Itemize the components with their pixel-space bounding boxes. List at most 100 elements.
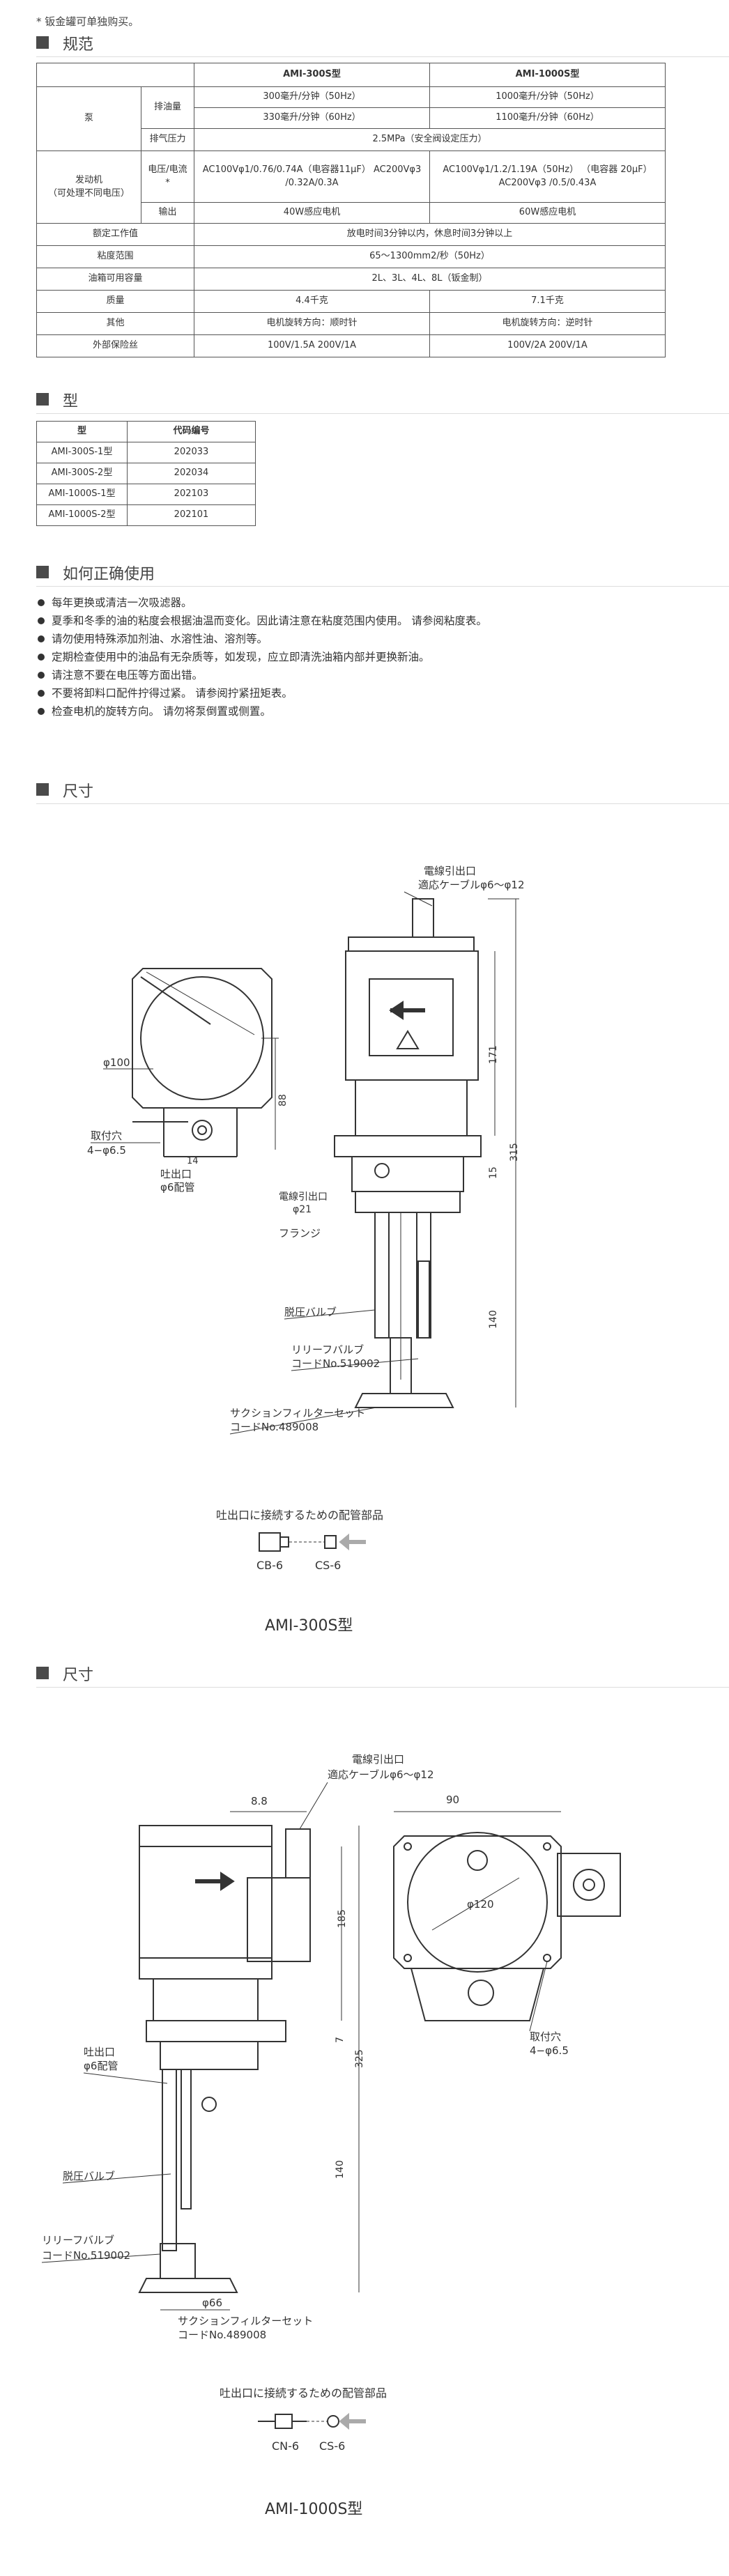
- section-specs: 规范: [36, 28, 729, 57]
- code-cell: 202103: [127, 484, 256, 505]
- cable-exit2-label: 電線引出口: [279, 1191, 328, 1203]
- pump-top-view: [393, 1832, 621, 2021]
- section-bullet-square: [36, 783, 49, 796]
- spec-cell: 2L、3L、4L、8L（钣金制）: [194, 268, 666, 291]
- spec-cell: 330毫升/分钟（60Hz）: [194, 107, 430, 129]
- mount-hole-label: 取付穴: [530, 2030, 561, 2043]
- discharge-label: 吐出口: [160, 1168, 192, 1180]
- spec-cell: 40W感应电机: [194, 202, 430, 224]
- pump-side-view: [334, 898, 482, 1408]
- section-models: 型: [36, 385, 729, 414]
- section-dimensions-1000s: 尺寸: [36, 1658, 729, 1688]
- section-bullet-square: [36, 566, 49, 578]
- spec-cell: 100V/1.5A 200V/1A: [194, 334, 430, 357]
- spec-cell: 4.4千克: [194, 290, 430, 313]
- relief-valve-label: リリーフバルブ: [291, 1343, 364, 1356]
- spec-header-300: AMI-300S型: [194, 63, 430, 87]
- pump-side-view: [138, 1825, 311, 2293]
- spec-label-output: 输出: [141, 202, 194, 224]
- spec-cell: 放电时间3分钟以内，休息时间3分钟以上: [194, 223, 666, 246]
- code-cell: 202101: [127, 504, 256, 526]
- model-cell: AMI-300S-2型: [36, 463, 128, 484]
- usage-list: 每年更换或清洁一次吸滤器。 夏季和冬季的油的粘度会根据油温而变化。因此请注意在粘…: [36, 594, 487, 720]
- usage-item: 请注意不要在电压等方面出错。: [36, 666, 487, 684]
- cable-label: 適応ケーブルφ6〜φ12: [418, 879, 525, 891]
- usage-item: 夏季和冬季的油的粘度会根据油温而变化。因此请注意在粘度范围内使用。 请参阅粘度表…: [36, 612, 487, 630]
- spec-cell: 1000毫升/分钟（50Hz）: [429, 86, 666, 108]
- code-cell: 202034: [127, 463, 256, 484]
- part-cb6-label: CB-6: [256, 1559, 283, 1572]
- dim-171: 171: [488, 1045, 499, 1064]
- section-title: 型: [63, 393, 79, 410]
- cable-exit-label: 電線引出口: [424, 865, 476, 877]
- parts-title: 吐出口に接続するための配管部品: [216, 1509, 383, 1522]
- model-header: 型: [36, 421, 128, 442]
- dim-90: 90: [446, 1794, 459, 1806]
- voltage-star: *: [165, 177, 170, 188]
- spec-corner: [36, 63, 194, 87]
- section-usage: 如何正确使用: [36, 557, 729, 587]
- section-bullet-square: [36, 1667, 49, 1679]
- dim-88: 88: [277, 1094, 289, 1106]
- code-cell: 202033: [127, 442, 256, 463]
- part-cn6-label: CN-6: [272, 2439, 299, 2453]
- dim-315: 315: [509, 1143, 520, 1162]
- divider: [36, 413, 729, 414]
- divider: [36, 1687, 729, 1688]
- spec-label-motor: 发动机 （可处理不同电压）: [36, 151, 141, 224]
- section-title: 如何正确使用: [63, 566, 155, 583]
- usage-item: 请勿使用特殊添加剂油、水溶性油、溶剂等。: [36, 630, 487, 648]
- spec-label-voltage: 电压/电流*: [141, 151, 194, 203]
- section-title: 尺寸: [63, 1667, 94, 1684]
- spec-label-viscosity: 粘度范围: [36, 245, 194, 268]
- section-title: 尺寸: [63, 783, 94, 801]
- spec-cell: 100V/2A 200V/1A: [429, 334, 666, 357]
- spec-label-fuse: 外部保险丝: [36, 334, 194, 357]
- dim-8-8: 8.8: [251, 1795, 268, 1807]
- spec-label-rated: 额定工作值: [36, 223, 194, 246]
- section-bullet-square: [36, 36, 49, 49]
- filter-label: サクションフィルターセット: [230, 1407, 365, 1419]
- part-cb6-icon: [259, 1532, 289, 1552]
- spec-label-pressure: 排气压力: [141, 128, 194, 151]
- part-cs6-icon: [327, 2415, 339, 2428]
- model-caption: AMI-1000S型: [265, 2501, 362, 2518]
- motor-label: 发动机: [75, 174, 102, 185]
- section-dimensions-300s: 尺寸: [36, 775, 729, 804]
- relief-valve-label: リリーフバルブ: [42, 2234, 114, 2246]
- dim-140: 140: [335, 2160, 346, 2179]
- dim-14: 14: [187, 1156, 199, 1166]
- spec-cell: AC100Vφ1/1.2/1.19A（50Hz） （电容器 20μF） AC20…: [429, 151, 666, 203]
- discharge-label: 吐出口: [84, 2046, 115, 2058]
- pipe-label: φ6配管: [84, 2060, 118, 2072]
- spec-cell: AC100Vφ1/0.76/0.74A（电容器11μF） AC200Vφ3 /0…: [194, 151, 430, 203]
- part-cs6-icon: [324, 1535, 337, 1549]
- divider: [36, 586, 729, 587]
- drawing-ami-1000s: 8.8 電線引出口 適応ケーブルφ6〜φ12 185 325 7 140 吐出口…: [41, 1753, 621, 2518]
- spec-label-pump: 泵: [36, 86, 141, 151]
- spec-label-discharge: 排油量: [141, 86, 194, 129]
- phi120-label: φ120: [467, 1898, 494, 1911]
- mount-hole-label: 取付穴: [91, 1129, 122, 1142]
- spec-table: AMI-300S型 AMI-1000S型 泵 排油量 300毫升/分钟（50Hz…: [36, 63, 666, 357]
- code-header: 代码编号: [127, 421, 256, 442]
- pump-top-view: [132, 968, 273, 1157]
- filter-label: サクションフィルターセット: [178, 2315, 313, 2327]
- model-cell: AMI-1000S-2型: [36, 504, 128, 526]
- model-caption: AMI-300S型: [265, 1617, 353, 1635]
- relief-code: コードNo.519002: [42, 2249, 130, 2262]
- divider: [36, 56, 729, 57]
- model-cell: AMI-300S-1型: [36, 442, 128, 463]
- spec-cell: 2.5MPa（安全阀设定压力）: [194, 128, 666, 151]
- spec-cell: 300毫升/分钟（50Hz）: [194, 86, 430, 108]
- relief-code: コードNo.519002: [291, 1357, 380, 1370]
- note-text: * 钣金罐可单独购买。: [36, 15, 139, 28]
- deaeration-valve-label: 脱圧バルブ: [63, 2170, 115, 2182]
- section-title: 规范: [63, 36, 94, 54]
- phi21-label: φ21: [293, 1204, 312, 1215]
- dim-325: 325: [354, 2049, 365, 2068]
- dim-140: 140: [488, 1310, 499, 1329]
- spec-cell: 7.1千克: [429, 290, 666, 313]
- spec-label-tank: 油箱可用容量: [36, 268, 194, 291]
